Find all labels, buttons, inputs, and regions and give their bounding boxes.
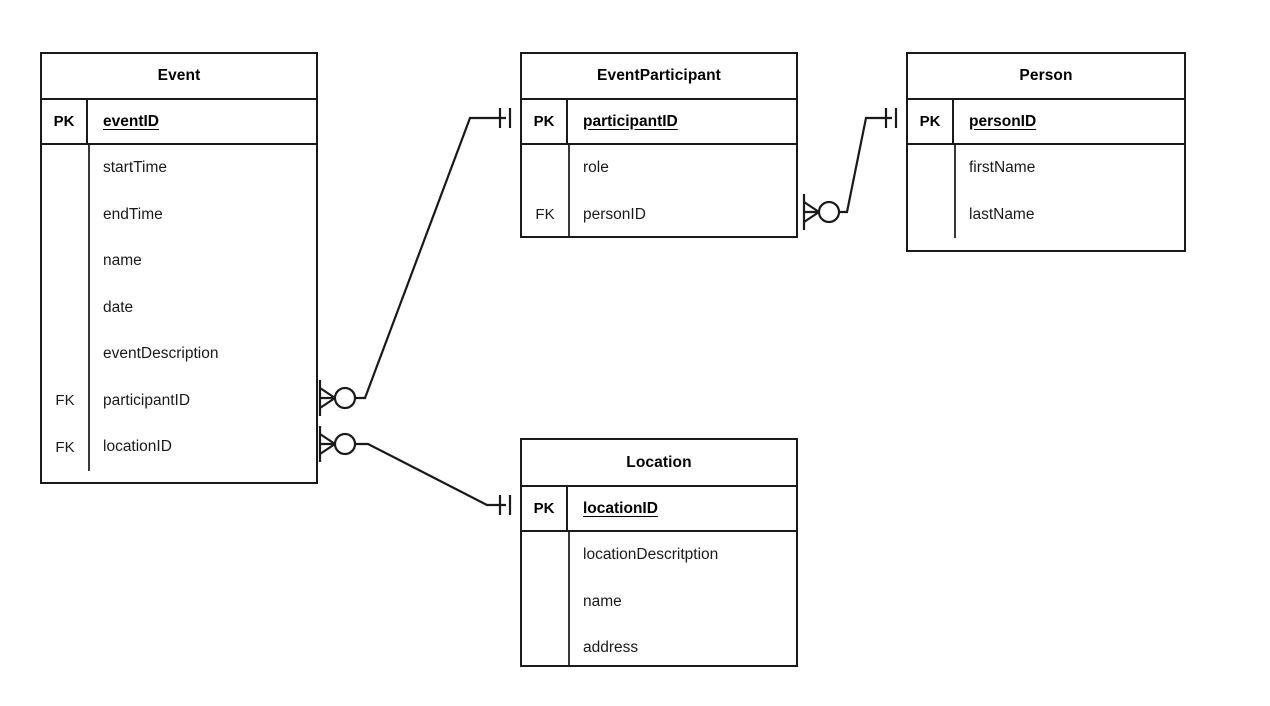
entity-event-attr-row: FK participantID [42, 378, 316, 425]
entity-eventparticipant-attr-row: role [522, 145, 796, 192]
entity-event-column-divider [88, 145, 90, 471]
attr-name: address [583, 639, 639, 657]
entity-location-pk-key: PK [522, 487, 568, 530]
entity-person-column-divider [954, 145, 956, 238]
connector-event-location [318, 426, 512, 515]
entity-event-attributes: startTime endTime name date eventDescrip… [42, 145, 316, 482]
entity-event-pk-key: PK [42, 100, 88, 143]
entity-eventparticipant-attr-row: FK personID [522, 192, 796, 239]
attr-name: locationDescritption [583, 546, 719, 564]
entity-event-attr-row: eventDescription [42, 331, 316, 378]
entity-event-attr-row: FK locationID [42, 424, 316, 471]
entity-eventparticipant-pk-name: participantID [583, 112, 678, 130]
entity-person-attributes: firstName lastName [908, 145, 1184, 250]
attr-name: lastName [969, 205, 1035, 223]
attr-key-fk: FK [535, 206, 555, 224]
attr-name: eventDescription [103, 345, 219, 363]
entity-person-pk-name: personID [969, 112, 1037, 130]
entity-location-column-divider [568, 532, 570, 665]
attr-name: locationID [103, 438, 172, 456]
attr-name: endTime [103, 205, 163, 223]
attr-key-fk: FK [55, 438, 75, 456]
entity-event-title: Event [42, 54, 316, 100]
entity-eventparticipant-column-divider [568, 145, 570, 236]
attr-name: date [103, 298, 134, 316]
attr-name: startTime [103, 159, 168, 177]
entity-location-attr-row: locationDescritption [522, 532, 796, 579]
entity-person-title: Person [908, 54, 1184, 100]
entity-person-pk-key: PK [908, 100, 954, 143]
entity-eventparticipant-pk-key: PK [522, 100, 568, 143]
entity-eventparticipant[interactable]: EventParticipant PK participantID role F… [520, 52, 798, 238]
entity-event-attr-row: startTime [42, 145, 316, 192]
entity-person-attr-row: lastName [908, 192, 1184, 239]
entity-event-pk-row: PK eventID [42, 100, 316, 145]
entity-location-pk-row: PK locationID [522, 487, 796, 532]
connector-event-eventparticipant [318, 108, 512, 416]
entity-location[interactable]: Location PK locationID locationDescritpt… [520, 438, 798, 667]
entity-eventparticipant-pk-row: PK participantID [522, 100, 796, 145]
entity-person-attr-row: firstName [908, 145, 1184, 192]
entity-location-title: Location [522, 440, 796, 487]
entity-event[interactable]: Event PK eventID startTime endTime name … [40, 52, 318, 484]
attr-name: participantID [103, 391, 191, 409]
connector-eventparticipant-person [802, 108, 898, 230]
attr-key-fk: FK [55, 392, 75, 410]
entity-location-attributes: locationDescritption name address [522, 532, 796, 665]
attr-name: personID [583, 205, 646, 223]
entity-eventparticipant-title: EventParticipant [522, 54, 796, 100]
entity-event-attr-row: date [42, 285, 316, 332]
entity-person-pk-row: PK personID [908, 100, 1184, 145]
entity-location-attr-row: name [522, 579, 796, 626]
entity-location-attr-row: address [522, 625, 796, 672]
entity-location-pk-name: locationID [583, 499, 658, 517]
entity-event-attr-row: endTime [42, 192, 316, 239]
attr-name: name [583, 592, 622, 610]
entity-event-attr-row: name [42, 238, 316, 285]
attr-name: role [583, 159, 609, 177]
entity-person[interactable]: Person PK personID firstName lastName [906, 52, 1186, 252]
attr-name: firstName [969, 159, 1036, 177]
attr-name: name [103, 252, 142, 270]
entity-eventparticipant-attributes: role FK personID [522, 145, 796, 236]
entity-event-pk-name: eventID [103, 112, 159, 130]
